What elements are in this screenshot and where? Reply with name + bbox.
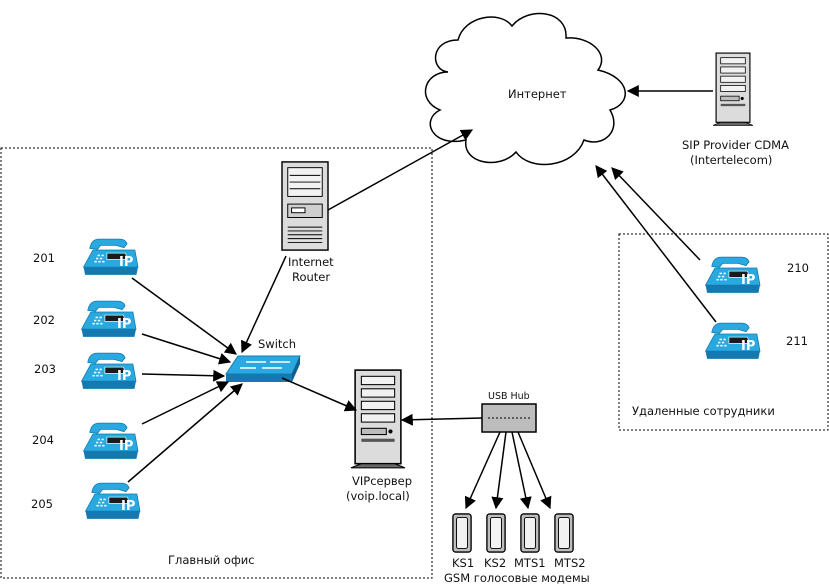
phone-number-202: 202: [33, 313, 55, 327]
phone-number-211: 211: [786, 334, 808, 348]
router-label-line2: Router: [292, 270, 330, 284]
remote-210-link: [611, 167, 701, 261]
phone-ip-label: IP: [117, 369, 131, 384]
switch-icon: [225, 355, 301, 382]
main-office-zone: [0, 147, 433, 579]
sip-provider-sublabel: (Intertelecom): [690, 153, 772, 167]
hub-to-server-link: [400, 413, 483, 426]
remote-zone: [618, 233, 829, 431]
phone-ip-label: IP: [119, 439, 133, 454]
modem-label-ks1: KS1: [452, 556, 474, 570]
modem-ks2-icon: [486, 513, 506, 553]
phone-number-210: 210: [787, 261, 809, 275]
phone-number-204: 204: [32, 433, 54, 447]
modem-label-ks2: KS2: [484, 556, 506, 570]
phone-202-link: [141, 333, 232, 365]
phone-205-link: [127, 383, 243, 483]
phone-ip-label: IP: [117, 317, 131, 332]
switch-to-server-link: [281, 377, 358, 412]
phone-ip-label: IP: [741, 273, 755, 288]
router-to-internet-link: [327, 129, 474, 211]
usb-hub-label: USB Hub: [488, 391, 530, 402]
remote-employees-label: Удаленные сотрудники: [632, 404, 775, 418]
internet-label: Интернет: [508, 87, 567, 101]
modems-caption: GSM голосовые модемы: [444, 571, 590, 585]
modem-mts2-icon: [554, 513, 574, 553]
sip-provider-label: SIP Provider CDMA: [682, 138, 789, 152]
modem-ks1-icon: [452, 513, 472, 553]
modem-mts1-icon: [520, 513, 540, 553]
hub-to-mts1-link: [511, 431, 532, 510]
switch-label: Switch: [258, 337, 296, 351]
router-to-switch-link: [241, 255, 287, 354]
phone-ip-label: IP: [119, 255, 133, 270]
usb-hub-icon: [481, 403, 537, 433]
phone-ip-label: IP: [741, 339, 755, 354]
server-label-line1: VIPсервер: [352, 474, 412, 488]
router-label-line1: Internet: [288, 255, 334, 269]
hub-to-ks2-link: [491, 431, 507, 510]
phone-204-link: [141, 381, 230, 425]
modem-label-mts1: MTS1: [514, 556, 546, 570]
phone-number-203: 203: [34, 362, 56, 376]
internet-router-icon: [281, 161, 329, 251]
phone-number-201: 201: [33, 251, 55, 265]
hub-to-ks1-link: [464, 431, 501, 510]
phone-number-205: 205: [31, 497, 53, 511]
internet-cloud-icon: [424, 12, 626, 166]
voip-server-icon: [350, 369, 406, 469]
sip-provider-server-icon: [713, 52, 753, 127]
phone-201-link: [131, 277, 237, 355]
server-label-line2: (voip.local): [346, 489, 410, 503]
main-office-label: Главный офис: [168, 553, 255, 567]
phone-203-link: [141, 369, 226, 382]
phone-ip-label: IP: [121, 499, 135, 514]
remote-211-link: [595, 165, 717, 323]
hub-to-mts2-link: [517, 431, 552, 510]
modem-label-mts2: MTS2: [554, 556, 586, 570]
